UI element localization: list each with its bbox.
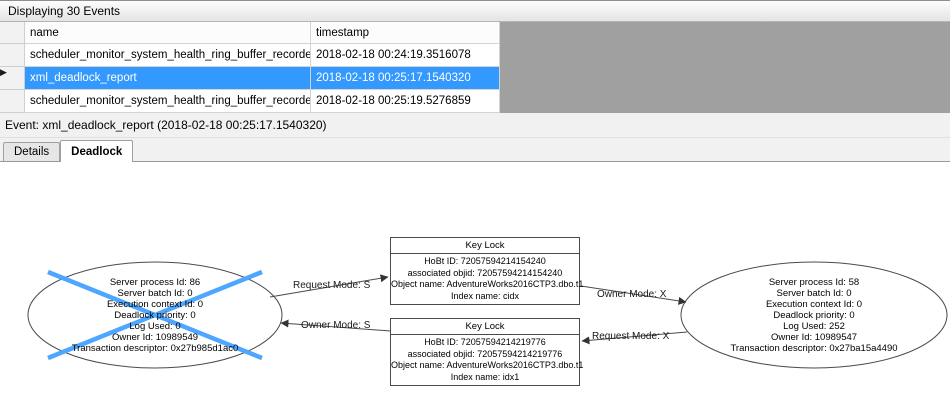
lock-attr-line: Object name: AdventureWorks2016CTP3.dbo.…: [391, 279, 584, 289]
event-timestamp-cell[interactable]: 2018-02-18 00:24:19.3516078: [311, 44, 500, 67]
tab-details[interactable]: Details: [3, 142, 61, 161]
edge-owner-s-arrow: [280, 319, 392, 332]
process-attr-line: Deadlock priority: 0: [114, 310, 196, 321]
edge-label-owner-mode-s: Owner Mode: S: [301, 320, 371, 331]
event-name-cell[interactable]: scheduler_monitor_system_health_ring_buf…: [25, 90, 311, 113]
process-attr-line: Server batch Id: 0: [117, 288, 193, 299]
tab-strip: Details Deadlock: [0, 138, 950, 162]
edge-owner-x-arrow: [580, 285, 687, 305]
lock-attr-line: Index name: cidx: [450, 290, 520, 301]
process-attr-line: Log Used: 0: [129, 321, 181, 332]
lock-attr-line: associated objid: 72057594214219776: [407, 348, 563, 359]
event-name-cell[interactable]: xml_deadlock_report: [25, 67, 311, 90]
process-node[interactable]: Server process Id: 58 Server batch Id: 0…: [699, 277, 929, 354]
deadlock-graph-panel: Server process Id: 86 Server batch Id: 0…: [0, 162, 950, 400]
event-timestamp-cell[interactable]: 2018-02-18 00:25:19.5276859: [311, 90, 500, 113]
row-selector-cell[interactable]: [0, 90, 25, 113]
table-row[interactable]: scheduler_monitor_system_health_ring_buf…: [0, 44, 950, 67]
lock-attr-line: Index name: idx1: [450, 371, 520, 382]
grid-header-row: name timestamp: [0, 22, 950, 44]
lock-attr-line: Object name: AdventureWorks2016CTP3.dbo.…: [391, 360, 584, 370]
lock-attr-line: HoBt ID: 72057594214219776: [424, 337, 546, 347]
deadlock-graph-canvas: [27, 261, 948, 369]
selected-event-summary-text: Event: xml_deadlock_report (2018-02-18 0…: [5, 118, 327, 132]
events-grid: name timestamp scheduler_monitor_system_…: [0, 22, 950, 113]
edge-label-request-mode-s: Request Mode: S: [293, 280, 371, 291]
grid-filler: [500, 90, 950, 113]
tab-deadlock[interactable]: Deadlock: [60, 140, 134, 162]
process-attr-line: Owner Id: 10989549: [111, 332, 199, 343]
grid-filler: [500, 44, 950, 67]
grid-filler: [500, 67, 950, 90]
process-ellipse: [680, 261, 948, 369]
process-node-victim[interactable]: Server process Id: 86 Server batch Id: 0…: [40, 277, 270, 354]
edge-request-x-arrow: [581, 331, 688, 345]
row-selector-cell[interactable]: [0, 44, 25, 67]
process-attr-line: Log Used: 252: [783, 321, 845, 332]
process-attr-line: Transaction descriptor: 0x27ba15a4490: [730, 343, 898, 354]
edge-label-owner-mode-x: Owner Mode: X: [597, 289, 667, 300]
row-selector-header-cell: [0, 22, 25, 44]
process-attr-line: Execution context Id: 0: [106, 299, 204, 310]
process-attr-line: Server process Id: 86: [109, 277, 201, 288]
event-name-cell[interactable]: scheduler_monitor_system_health_ring_buf…: [25, 44, 311, 67]
events-count-header: Displaying 30 Events: [0, 0, 950, 22]
table-row-selected[interactable]: ▶ xml_deadlock_report 2018-02-18 00:25:1…: [0, 67, 950, 90]
process-attr-line: Server process Id: 58: [768, 277, 860, 288]
process-attr-line: Server batch Id: 0: [776, 288, 852, 299]
column-header-name[interactable]: name: [25, 22, 311, 44]
victim-x-mark: [47, 269, 263, 361]
edge-label-request-mode-x: Request Mode: X: [592, 331, 670, 342]
lock-attr-line: associated objid: 72057594214154240: [407, 267, 563, 278]
grid-filler: [500, 22, 950, 44]
event-timestamp-cell[interactable]: 2018-02-18 00:25:17.1540320: [311, 67, 500, 90]
process-attr-line: Transaction descriptor: 0x27b985d1ac0: [71, 343, 239, 354]
process-attr-line: Execution context Id: 0: [765, 299, 863, 310]
selected-event-summary: Event: xml_deadlock_report (2018-02-18 0…: [0, 113, 950, 138]
table-row[interactable]: scheduler_monitor_system_health_ring_buf…: [0, 90, 950, 113]
current-row-marker[interactable]: ▶: [0, 67, 25, 90]
key-lock-node-top[interactable]: Key Lock HoBt ID: 72057594214154240 asso…: [390, 237, 584, 305]
process-attr-line: Owner Id: 10989547: [770, 332, 858, 343]
process-attr-line: Deadlock priority: 0: [773, 310, 855, 321]
lock-node-title: Key Lock: [391, 319, 579, 335]
column-header-timestamp[interactable]: timestamp: [311, 22, 500, 44]
key-lock-node-bottom[interactable]: Key Lock HoBt ID: 72057594214219776 asso…: [390, 318, 584, 386]
lock-node-title: Key Lock: [391, 238, 579, 254]
events-count-label: Displaying 30 Events: [8, 4, 121, 18]
edge-request-s-arrow: [269, 274, 389, 298]
lock-attr-line: HoBt ID: 72057594214154240: [424, 256, 546, 266]
